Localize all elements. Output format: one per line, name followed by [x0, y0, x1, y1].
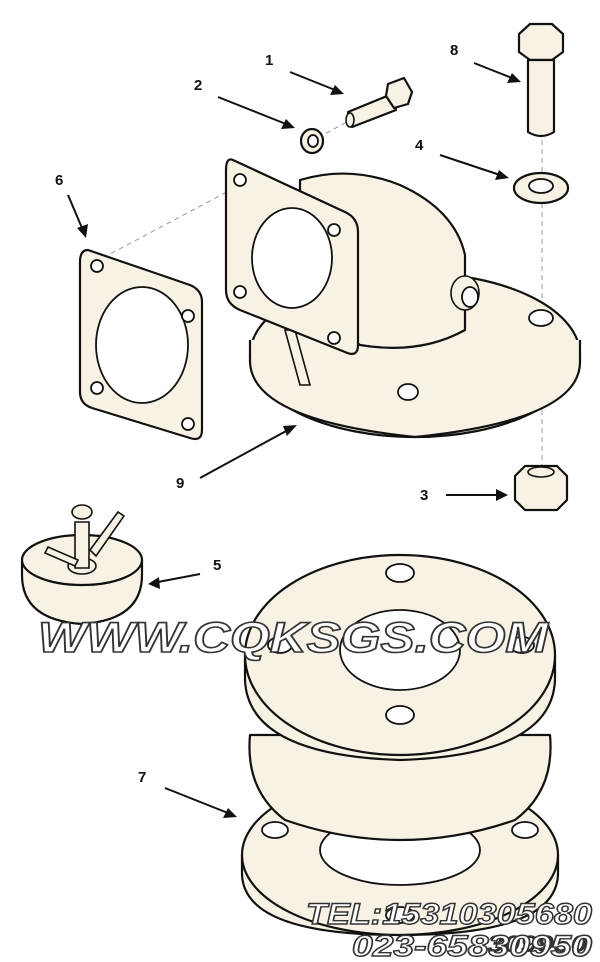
- part-9-elbow-housing: [224, 158, 582, 439]
- watermark-phone: 023-65830950: [352, 930, 592, 962]
- callout-7: 7: [138, 769, 146, 786]
- callout-labels: 1 2 3 4 5 6 7 8 9: [55, 42, 458, 786]
- part-6-gasket: [78, 248, 204, 441]
- callout-5: 5: [213, 557, 221, 574]
- part-1-short-bolt: [345, 76, 414, 129]
- callout-1: 1: [265, 52, 273, 69]
- part-7-flexible-connector: [240, 553, 560, 937]
- watermark: WWW.CQKSGS.COM 309950 TEL:15310305680 02…: [37, 613, 593, 962]
- watermark-figure-code: 309950: [487, 931, 588, 958]
- part-4-large-washer: [512, 171, 570, 205]
- callout-2: 2: [194, 77, 202, 94]
- callout-9: 9: [176, 475, 184, 492]
- callout-4: 4: [415, 137, 424, 154]
- watermark-tel: TEL:15310305680: [306, 898, 592, 931]
- leader-arrows: [67, 62, 521, 818]
- callout-6: 6: [55, 172, 63, 189]
- watermark-site: WWW.CQKSGS.COM: [38, 614, 549, 662]
- callout-8: 8: [450, 42, 458, 59]
- part-2-small-washer: [299, 127, 325, 155]
- part-3-hex-nut: [513, 464, 569, 512]
- callout-3: 3: [420, 487, 428, 504]
- part-8-long-bolt: [517, 22, 565, 138]
- part-5-plug-cap: [20, 504, 144, 626]
